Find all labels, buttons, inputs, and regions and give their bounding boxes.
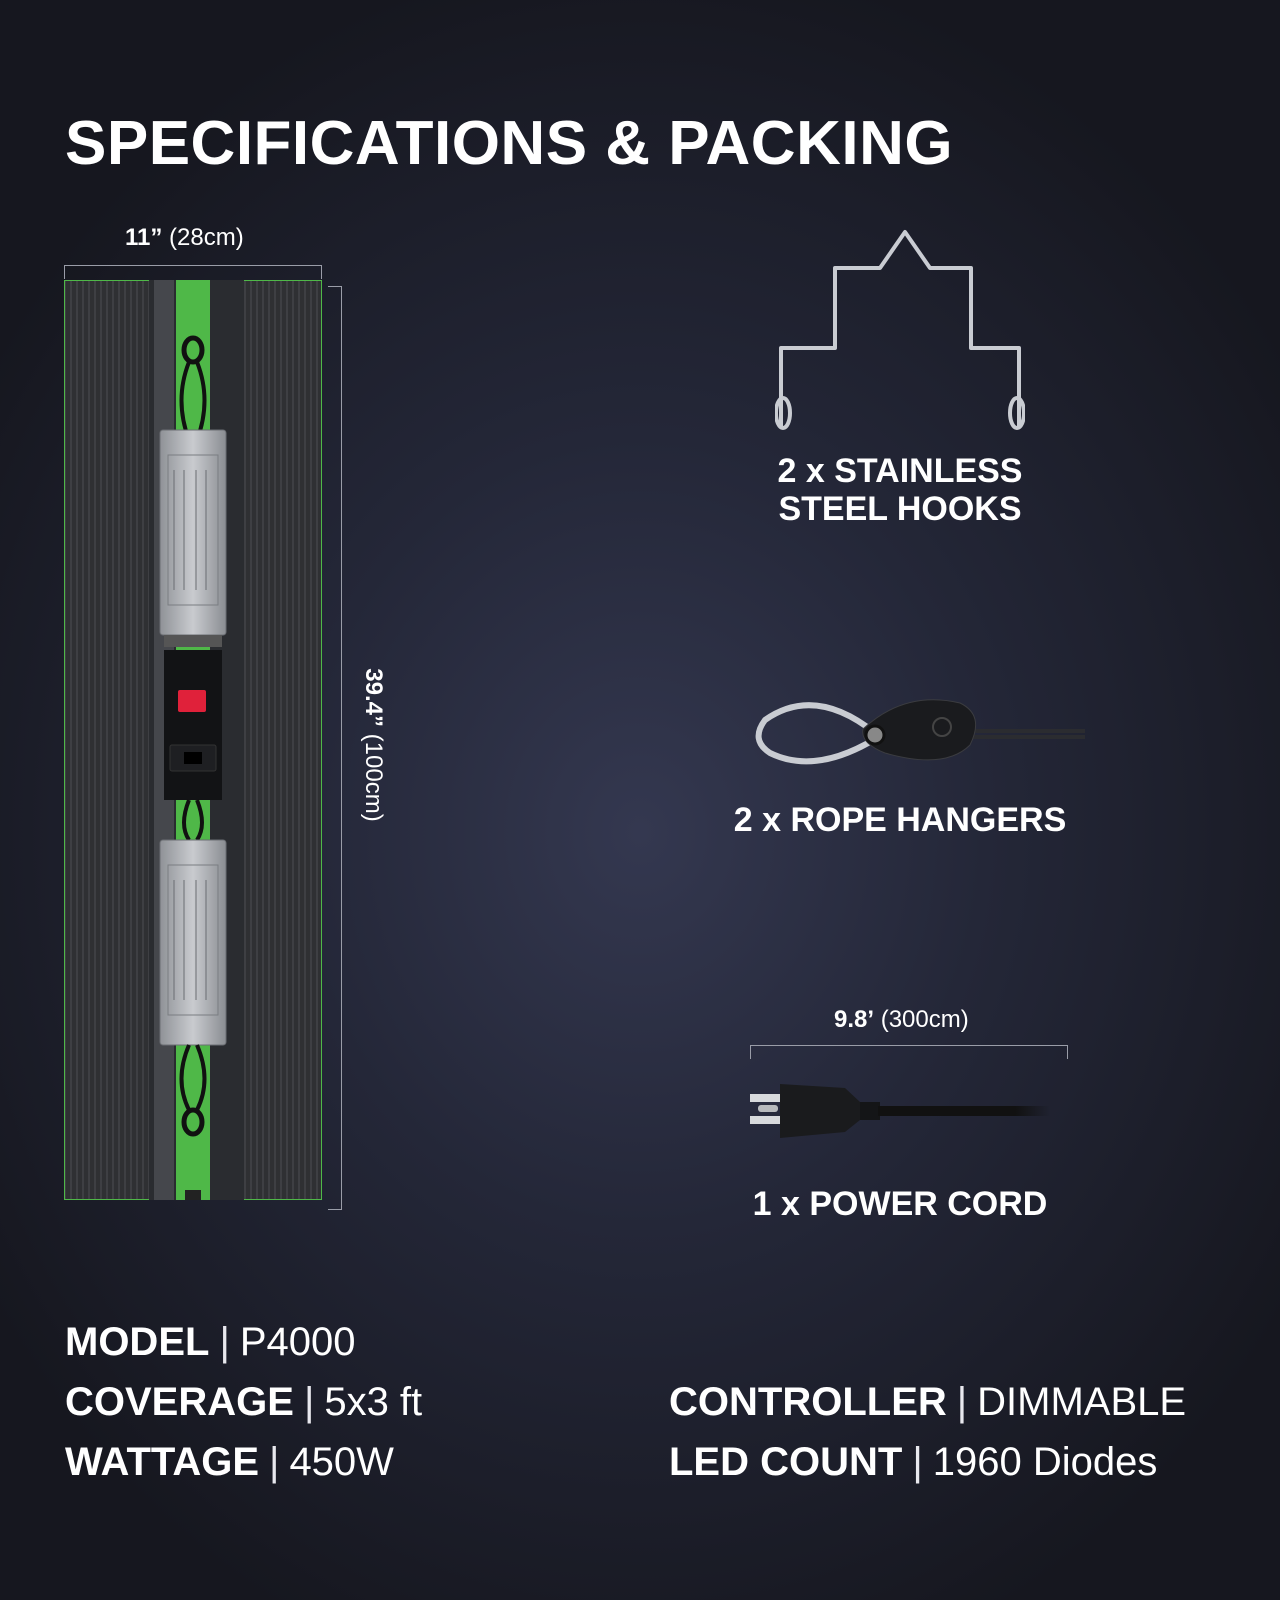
height-inches: 39.4” — [360, 668, 387, 728]
specs-left-column: MODEL|P4000 COVERAGE|5x3 ft WATTAGE|450W — [65, 1312, 422, 1492]
cord-bracket — [750, 1045, 1068, 1059]
power-plug-icon — [750, 1080, 1050, 1150]
driver-box-bottom — [159, 839, 227, 1046]
height-cm: (100cm) — [360, 727, 387, 822]
control-box — [164, 650, 222, 800]
specs-right-column: CONTROLLER|DIMMABLE LED COUNT|1960 Diode… — [669, 1372, 1186, 1492]
spec-value: 1960 Diodes — [932, 1440, 1158, 1484]
spec-key: LED COUNT — [669, 1440, 903, 1484]
spec-value: DIMMABLE — [977, 1380, 1187, 1424]
hooks-label-line1: 2 x STAINLESS — [777, 452, 1023, 490]
width-bracket — [64, 265, 322, 279]
height-dimension-label: 39.4” (100cm) — [359, 668, 387, 821]
spec-row-coverage: COVERAGE|5x3 ft — [65, 1372, 422, 1432]
spec-separator: | — [303, 1380, 315, 1424]
power-cord-label: 1 x POWER CORD — [752, 1185, 1048, 1223]
spec-separator: | — [956, 1380, 968, 1424]
rope-hangers-label: 2 x ROPE HANGERS — [733, 801, 1067, 839]
spec-row-led-count: LED COUNT|1960 Diodes — [669, 1432, 1186, 1492]
spec-value: 5x3 ft — [324, 1380, 423, 1424]
spec-separator: | — [219, 1320, 230, 1364]
spec-key: CONTROLLER — [669, 1380, 947, 1424]
spec-row-model: MODEL|P4000 — [65, 1312, 422, 1372]
spec-row-wattage: WATTAGE|450W — [65, 1432, 422, 1492]
spec-key: COVERAGE — [65, 1380, 294, 1424]
cord-length-feet: 9.8’ — [834, 1006, 875, 1033]
spec-row-controller: CONTROLLER|DIMMABLE — [669, 1372, 1186, 1432]
cord-length-label: 9.8’ (300cm) — [834, 1006, 969, 1034]
grow-light-fixture — [63, 279, 323, 1201]
rope-hanger-icon — [755, 695, 1105, 785]
spec-key: MODEL — [65, 1320, 210, 1364]
hooks-label: 2 x STAINLESS STEEL HOOKS — [690, 452, 1110, 528]
driver-box-top — [159, 429, 227, 636]
hooks-label-line2: STEEL HOOKS — [778, 490, 1022, 528]
cord-length-cm: (300cm) — [874, 1006, 969, 1033]
spec-separator: | — [912, 1440, 923, 1484]
stainless-hook-icon — [774, 228, 1026, 438]
width-cm: (28cm) — [162, 224, 244, 251]
spec-separator: | — [269, 1440, 280, 1484]
width-inches: 11” — [125, 224, 163, 251]
spec-key: WATTAGE — [65, 1440, 260, 1484]
spec-value: P4000 — [239, 1320, 356, 1364]
page-title: SPECIFICATIONS & PACKING — [65, 109, 954, 178]
height-bracket — [328, 286, 342, 1210]
width-dimension-label: 11” (28cm) — [125, 224, 244, 252]
spec-value: 450W — [289, 1440, 394, 1484]
